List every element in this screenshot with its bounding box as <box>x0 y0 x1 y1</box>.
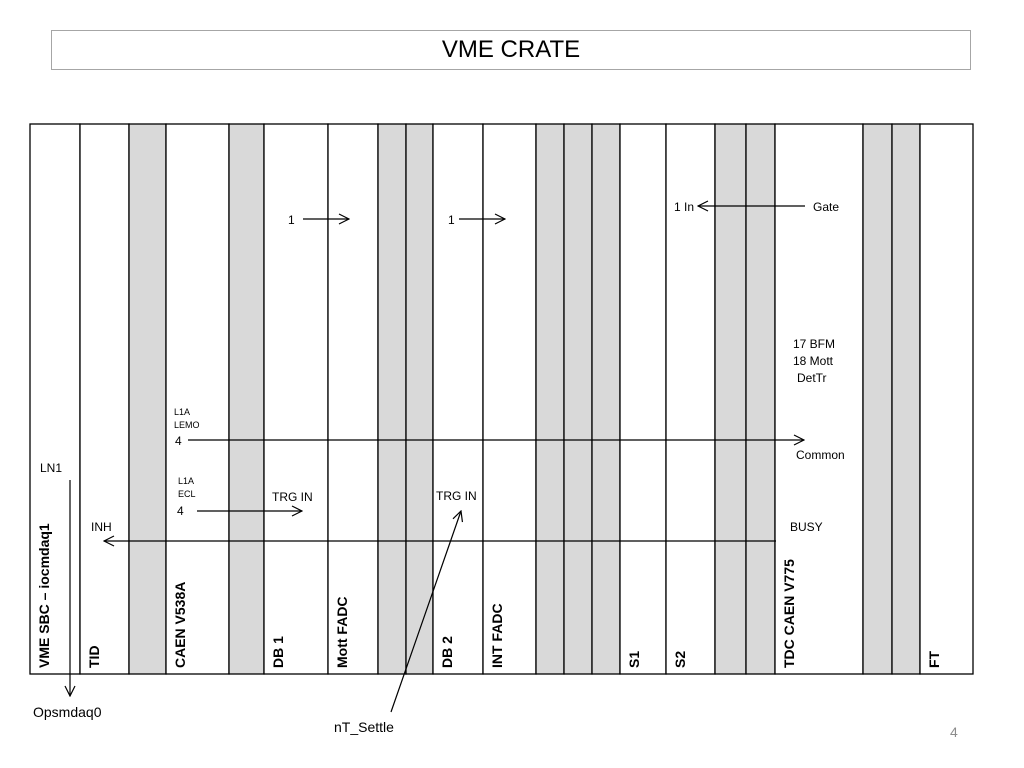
crate-slot-22 <box>919 123 974 675</box>
inh-label: INH <box>91 520 112 534</box>
tdc-dettr-label: DetTr <box>797 371 827 385</box>
slot-label-11: INT FADC <box>489 603 505 668</box>
crate-slot-3 <box>128 123 167 675</box>
crate-slot-12 <box>535 123 565 675</box>
crate-slot-17 <box>714 123 747 675</box>
tdc-channel-18-label: 18 Mott <box>793 354 834 368</box>
crate-slot-10 <box>432 123 484 675</box>
slot-label-6: DB 1 <box>270 636 286 668</box>
l1a-ecl-label-line2: ECL <box>178 489 196 499</box>
crate-slot-9 <box>405 123 434 675</box>
opsmdaq0-label: Opsmdaq0 <box>33 704 102 720</box>
crate-slot-6 <box>263 123 329 675</box>
crate-slot-20 <box>862 123 893 675</box>
connections <box>70 206 805 713</box>
nt-settle-label: nT_Settle <box>334 719 394 735</box>
crate-slot-11 <box>482 123 537 675</box>
l1a-lemo-label-line1: L1A <box>174 407 190 417</box>
gate-label: Gate <box>813 200 839 214</box>
db1-trg-in-label: TRG IN <box>272 490 313 504</box>
crate-slot-2 <box>79 123 130 675</box>
db2-trg-in-label: TRG IN <box>436 489 477 503</box>
crate-slots <box>29 123 974 675</box>
slot-label-19: TDC CAEN V775 <box>781 559 797 668</box>
crate-slot-8 <box>377 123 407 675</box>
page-number: 4 <box>950 724 958 740</box>
slot-label-22: FT <box>926 650 942 668</box>
slot-label-2: TID <box>86 645 102 668</box>
ecl-channel-label: 4 <box>177 504 184 518</box>
db1-input-label: 1 <box>288 213 295 227</box>
crate-slot-19 <box>774 123 864 675</box>
db2-input-label: 1 <box>448 213 455 227</box>
crate-slot-13 <box>563 123 593 675</box>
crate-slot-7 <box>327 123 379 675</box>
crate-slot-4 <box>165 123 230 675</box>
busy-label: BUSY <box>790 520 823 534</box>
slot-label-1: VME SBC – iocmdaq1 <box>36 523 52 668</box>
slot-label-16: S2 <box>672 651 688 668</box>
crate-slot-15 <box>619 123 667 675</box>
ln1-label: LN1 <box>40 461 62 475</box>
slot-label-7: Mott FADC <box>334 596 350 668</box>
l1a-lemo-label-line2: LEMO <box>174 420 200 430</box>
crate-slot-21 <box>891 123 921 675</box>
annotations: 1 1 1 In Gate 17 BFM 18 Mott DetTr L1A L… <box>33 200 845 735</box>
one-in-label: 1 In <box>674 200 694 214</box>
tdc-channel-17-label: 17 BFM <box>793 337 835 351</box>
crate-slot-18 <box>745 123 776 675</box>
crate-slot-1 <box>29 123 81 675</box>
slot-label-10: DB 2 <box>439 636 455 668</box>
nt-settle-to-trgin-arrow <box>390 511 461 713</box>
lemo-channel-label: 4 <box>175 434 182 448</box>
crate-slot-14 <box>591 123 621 675</box>
slide-title: VME CRATE <box>51 30 971 70</box>
slot-label-15: S1 <box>626 651 642 668</box>
crate-slot-5 <box>228 123 265 675</box>
crate-slot-16 <box>665 123 716 675</box>
slot-label-4: CAEN V538A <box>172 582 188 668</box>
common-label: Common <box>796 448 845 462</box>
l1a-ecl-label-line1: L1A <box>178 476 194 486</box>
